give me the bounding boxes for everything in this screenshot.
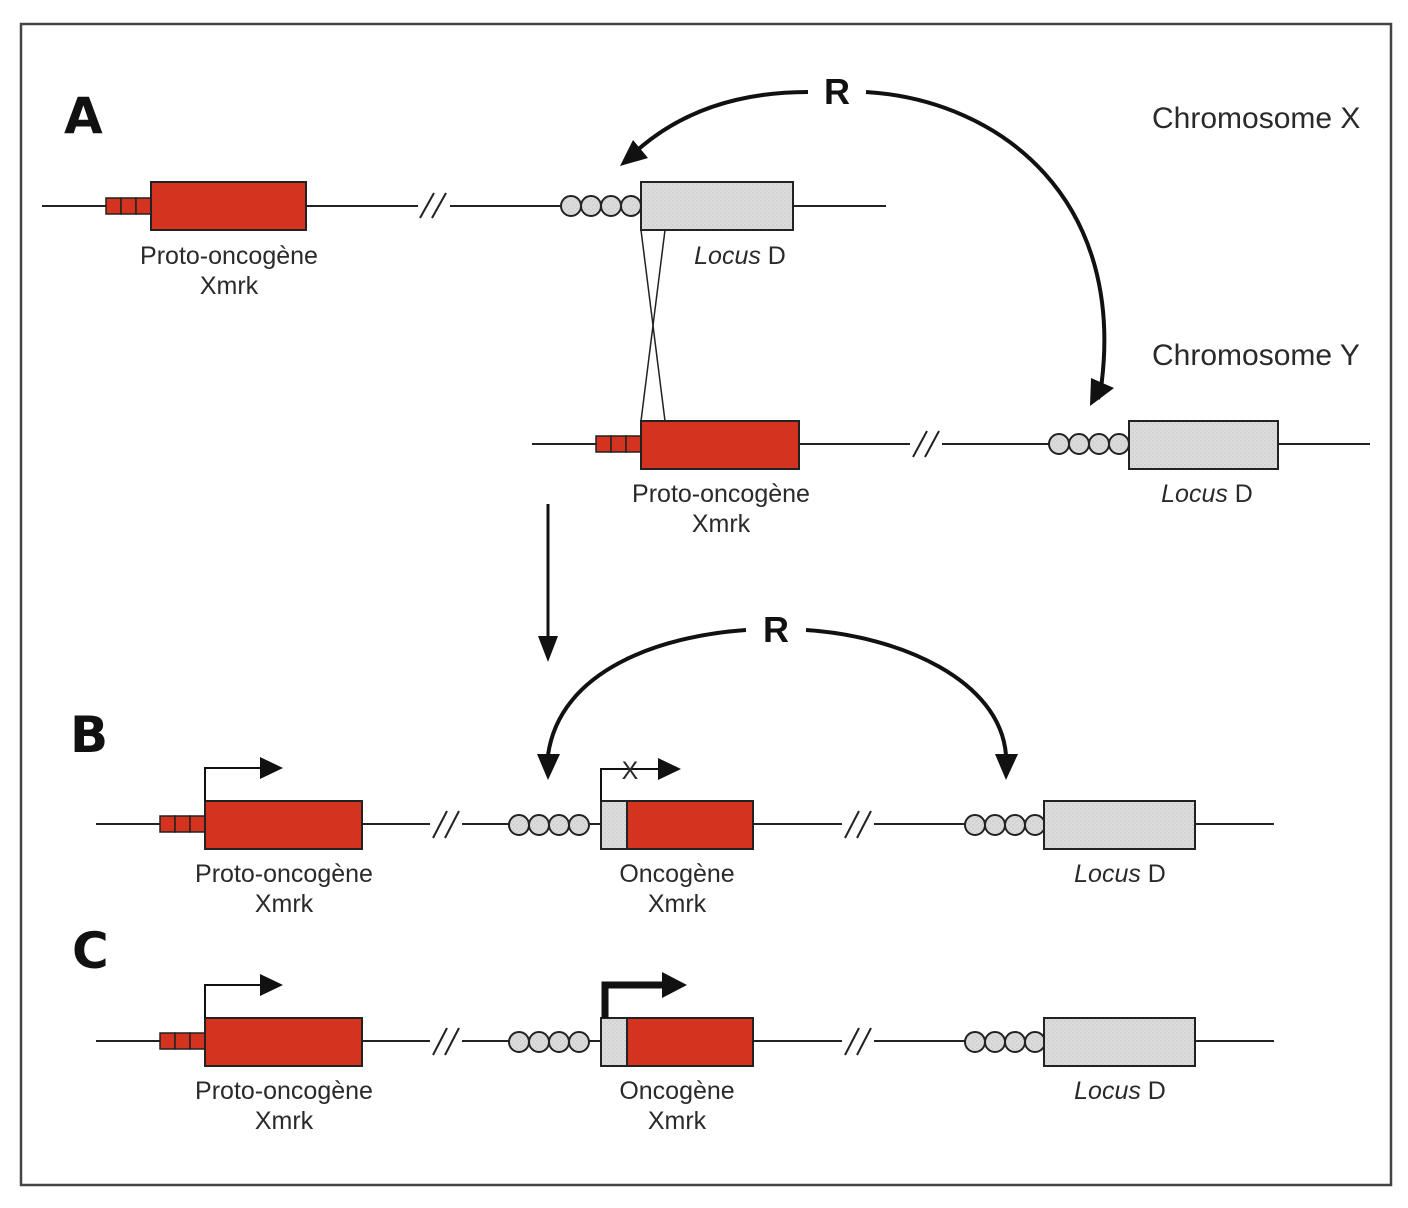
protooncogene-label: Proto-oncogène <box>140 242 318 270</box>
oncogene-box <box>626 800 754 850</box>
chromosome-y: Proto-oncogène Xmrk Locus D <box>532 420 1370 538</box>
locus-d-label: Locus D <box>1074 860 1166 888</box>
oncogene-box <box>626 1017 754 1067</box>
oncogene-label: Oncogène <box>619 860 734 888</box>
crossover-lines <box>640 229 666 422</box>
blocked-mark: X <box>622 757 639 785</box>
chromosome-x-label: Chromosome X <box>1152 102 1360 135</box>
binding-site-circles <box>508 814 590 836</box>
locus-d-label: Locus D <box>694 242 786 270</box>
oncogene-locus-segment <box>600 800 628 850</box>
arrowhead-icon <box>620 140 648 166</box>
binding-site-circles <box>964 814 1046 836</box>
break-mark-icon <box>430 1027 462 1056</box>
regulator-arrow-to-oncogene <box>546 628 747 756</box>
promoter-repeats <box>159 1032 206 1050</box>
chromosome-b: Proto-oncogène Xmrk X Oncogène Xmrk Locu… <box>96 757 1274 918</box>
panel-label-c: C <box>72 922 109 980</box>
binding-site-circles <box>1048 433 1130 455</box>
protooncogene-sublabel: Xmrk <box>255 890 314 918</box>
regulator-arrow-to-y <box>865 90 1107 400</box>
regulator-arrow-to-locus <box>805 628 1008 756</box>
protooncogene-label: Proto-oncogène <box>195 860 373 888</box>
transcription-start-arrow-icon <box>204 974 283 1018</box>
break-mark-icon <box>430 810 462 839</box>
blocked-transcription-arrow-icon <box>600 758 681 801</box>
protooncogene-label: Proto-oncogène <box>195 1077 373 1105</box>
regulator-arrow-to-x <box>628 90 809 159</box>
locus-d-label: Locus D <box>1161 480 1253 508</box>
binding-site-circles <box>508 1031 590 1053</box>
protooncogene-sublabel: Xmrk <box>255 1107 314 1135</box>
chromosome-c: Proto-oncogène Xmrk Oncogène Xmrk Locus … <box>96 972 1274 1135</box>
binding-site-circles <box>560 195 642 217</box>
promoter-repeats <box>595 435 642 453</box>
protooncogene-box <box>150 181 307 231</box>
promoter-repeats <box>159 815 206 833</box>
strong-transcription-arrow-icon <box>601 972 687 1018</box>
chromosome-x: Proto-oncogène Xmrk Locus D <box>42 181 886 300</box>
chromosome-y-label: Chromosome Y <box>1152 339 1360 372</box>
locus-d-box <box>640 181 794 231</box>
protooncogene-sublabel: Xmrk <box>200 272 259 300</box>
oncogene-locus-segment <box>600 1017 628 1067</box>
protooncogene-sublabel: Xmrk <box>692 510 751 538</box>
break-mark-icon <box>418 192 450 219</box>
panel-label-a: A <box>64 87 103 145</box>
arrowhead-icon <box>537 754 560 780</box>
protooncogene-box <box>640 420 800 470</box>
break-mark-icon <box>842 810 874 839</box>
regulator-r-label-b: R <box>763 609 789 650</box>
protooncogene-label: Proto-oncogène <box>632 480 810 508</box>
oncogene-sublabel: Xmrk <box>648 890 707 918</box>
promoter-repeats <box>105 197 152 215</box>
break-mark-icon <box>842 1027 874 1056</box>
transcription-start-arrow-icon <box>204 757 283 801</box>
oncogene-sublabel: Xmrk <box>648 1107 707 1135</box>
down-arrow-icon <box>538 504 558 662</box>
protooncogene-box <box>204 1017 363 1067</box>
locus-d-box <box>1043 800 1196 850</box>
figure-frame <box>19 22 1393 1187</box>
regulator-r-label-a: R <box>824 71 850 112</box>
oncogene-label: Oncogène <box>619 1077 734 1105</box>
locus-d-label: Locus D <box>1074 1077 1166 1105</box>
binding-site-circles <box>964 1031 1046 1053</box>
arrowhead-icon <box>995 754 1018 780</box>
locus-d-box <box>1043 1017 1196 1067</box>
arrowhead-icon <box>1090 378 1114 406</box>
locus-d-box <box>1128 420 1279 470</box>
panel-label-b: B <box>70 706 108 764</box>
protooncogene-box <box>204 800 363 850</box>
break-mark-icon <box>910 430 942 458</box>
